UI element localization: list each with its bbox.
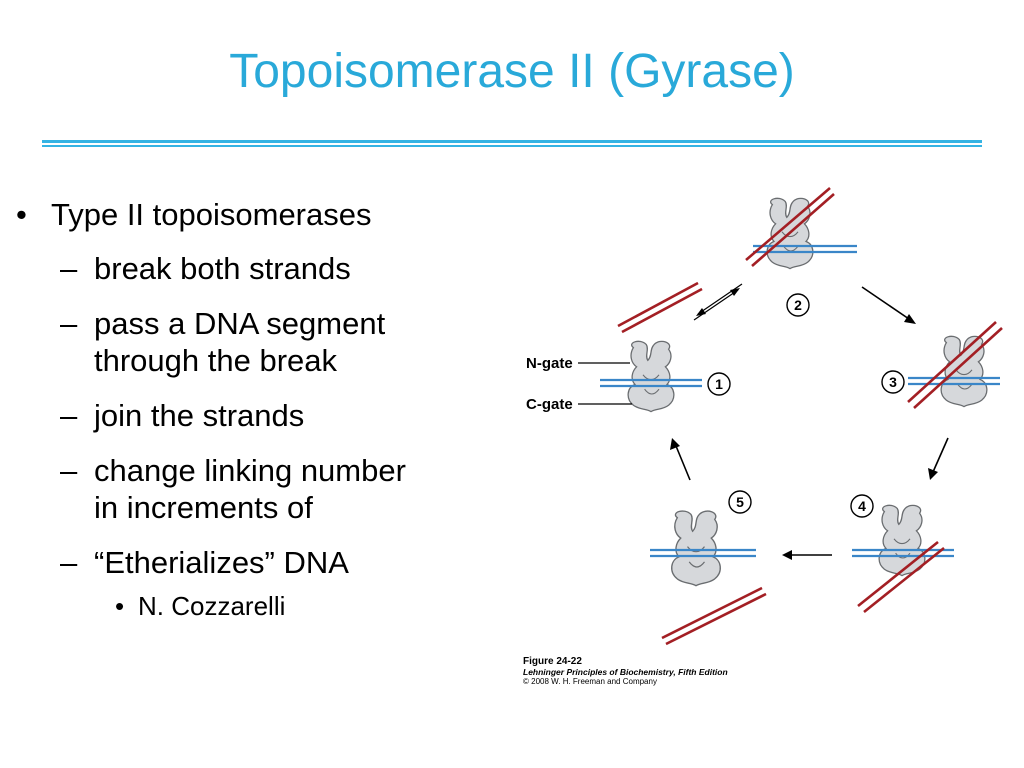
step-4-badge <box>850 494 874 518</box>
step-3-complex <box>907 321 1003 409</box>
sub-bullet-text: break both strands <box>94 251 351 286</box>
sub-bullet-text-line1: change linking number <box>94 453 406 488</box>
sub-sub-bullet-cozzarelli: • N. Cozzarelli <box>16 591 506 621</box>
sub-sub-bullet-text: N. Cozzarelli <box>138 591 286 621</box>
figure-caption: Figure 24-22 Lehninger Principles of Bio… <box>523 656 728 686</box>
slide-title: Topoisomerase II (Gyrase) <box>229 45 795 98</box>
caption-source: Lehninger Principles of Biochemistry, Fi… <box>523 667 728 677</box>
step-5-badge <box>728 490 752 514</box>
sub-bullet-etherializes: – “Etherializes” DNA <box>16 544 506 581</box>
free-dna-segment-upper <box>617 281 703 334</box>
bullet-list: • Type II topoisomerases – break both st… <box>16 196 506 621</box>
step-5-number: 5 <box>736 494 744 510</box>
step-1-complex <box>600 340 702 413</box>
sub-bullet-dash: – <box>60 306 78 341</box>
sub-bullet-pass: – pass a DNA segment through the break <box>16 305 506 379</box>
step-1-badge <box>707 372 731 396</box>
arrow-step2-to-step3 <box>861 286 916 324</box>
step-1-number: 1 <box>715 376 723 392</box>
sub-bullet-dash: – <box>60 251 78 286</box>
bullet-dot: • <box>16 197 27 232</box>
n-gate-label: N-gate <box>526 355 573 372</box>
sub-bullet-linking: – change linking number in increments of <box>16 452 506 526</box>
arrow-step4-to-step5 <box>782 550 832 560</box>
c-gate-label: C-gate <box>526 396 573 413</box>
free-dna-segment-lower <box>661 586 767 646</box>
sub-bullet-dash: – <box>60 398 78 433</box>
caption-copyright: © 2008 W. H. Freeman and Company <box>523 677 657 686</box>
sub-bullet-text-line2: through the break <box>94 343 338 378</box>
step-3-badge <box>881 370 905 394</box>
step-4-complex <box>852 504 954 614</box>
sub-bullet-text: “Etherializes” DNA <box>94 545 349 580</box>
step-4-number: 4 <box>858 498 866 514</box>
title-divider-thick <box>42 140 982 143</box>
sub-bullet-text-line1: pass a DNA segment <box>94 306 386 341</box>
step-2-number: 2 <box>794 297 802 313</box>
bullet-text: Type II topoisomerases <box>51 197 372 232</box>
step-2-complex <box>745 187 857 270</box>
topoisomerase-cycle-diagram: 2 N-gate C-gate 1 3 <box>526 187 1003 646</box>
sub-bullet-join: – join the strands <box>16 397 506 434</box>
title-divider-thin <box>42 145 982 147</box>
bullet-type2: • Type II topoisomerases <box>16 196 506 233</box>
equilibrium-arrows <box>693 283 743 321</box>
sub-bullet-break: – break both strands <box>16 250 506 287</box>
arrow-step5-to-step1 <box>670 438 691 481</box>
sub-bullet-text-line2: in increments of <box>94 490 313 525</box>
sub-bullet-dash: – <box>60 545 78 580</box>
sub-bullet-text: join the strands <box>94 398 305 433</box>
step-3-number: 3 <box>889 374 897 390</box>
sub-bullet-dash: – <box>60 453 78 488</box>
arrow-step3-to-step4 <box>928 437 949 480</box>
sub-sub-bullet-dot: • <box>115 591 125 621</box>
step-5-complex <box>650 510 756 587</box>
step-2-badge <box>786 293 810 317</box>
caption-figure-number: Figure 24-22 <box>523 656 582 667</box>
